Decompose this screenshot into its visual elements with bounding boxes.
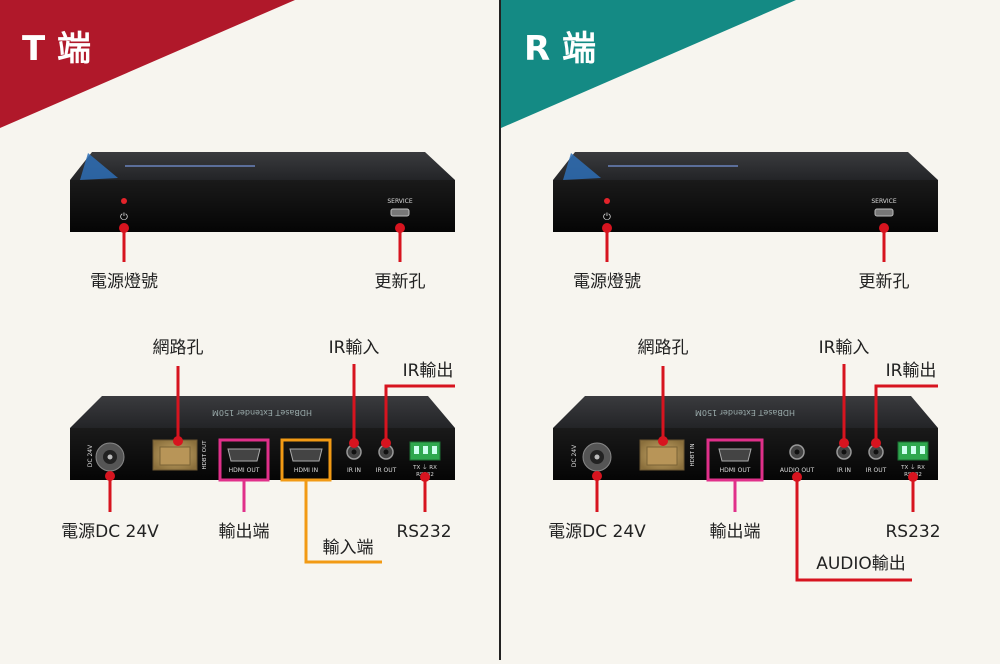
t-callout-out: 輸出端 xyxy=(219,522,270,542)
r-dc-label: DC 24V xyxy=(571,444,578,467)
t-front-face xyxy=(70,180,455,232)
r-callout-audio: AUDIO輸出 xyxy=(816,554,906,574)
t-rear-brand: HDBaseT Extender 150M xyxy=(212,408,312,417)
r-rs232-pin-1 xyxy=(902,446,907,454)
r-callout-dc: 電源DC 24V xyxy=(548,522,646,542)
r-front-device: ⏻ SERVICE xyxy=(553,152,938,232)
r-audio-out-label: AUDIO OUT xyxy=(780,467,815,474)
r-callout-ir-in: IR輸入 xyxy=(819,338,870,358)
r-ir-out-hole xyxy=(873,449,879,455)
r-rj45-inner xyxy=(646,446,678,466)
t-panel-title: T 端 xyxy=(22,29,91,69)
t-ir-in-label: IR IN xyxy=(347,467,361,474)
t-hdmi-out-label: HDMI OUT xyxy=(229,467,260,474)
t-rear-device: HDBaseT Extender 150M DC 24V HDBT OUT HD… xyxy=(70,396,455,482)
r-ir-in-hole xyxy=(841,449,847,455)
t-hdmi-in-port xyxy=(289,448,323,462)
r-service-port xyxy=(874,208,894,217)
r-ir-in-label: IR IN xyxy=(837,467,851,474)
r-rs232-pin-labels: TX ⏚ RX xyxy=(900,464,925,471)
r-rs232-pin-3 xyxy=(920,446,925,454)
r-rear-brand: HDBaseT Extender 150M xyxy=(695,408,795,417)
r-callout-lan: 網路孔 xyxy=(638,338,689,358)
t-title-banner xyxy=(0,0,295,128)
panel-r: R 端 ⏻ SERVICE 電源燈號 更新孔 HDBaseT Extender … xyxy=(501,0,941,582)
r-callout-power: 電源燈號 xyxy=(573,272,641,292)
t-ir-out-hole xyxy=(383,449,389,455)
r-service-label: SERVICE xyxy=(871,198,897,205)
t-callout-line-ir-out xyxy=(384,384,455,443)
t-ir-out-label: IR OUT xyxy=(376,467,397,474)
r-callout-dot-ir-in xyxy=(839,438,849,448)
t-callout-ir-in: IR輸入 xyxy=(329,338,380,358)
r-callout-dot-ir-out xyxy=(871,438,881,448)
t-callout-update: 更新孔 xyxy=(375,272,426,292)
t-power-symbol-icon: ⏻ xyxy=(120,212,128,223)
t-ir-in-hole xyxy=(351,449,357,455)
t-front-device: ⏻ SERVICE xyxy=(70,152,455,232)
t-rj45-inner xyxy=(159,446,191,466)
t-front-top xyxy=(70,152,455,180)
r-front-face xyxy=(553,180,938,232)
r-front-top xyxy=(553,152,938,180)
r-front-logo-icon xyxy=(563,153,601,180)
t-front-logo-icon xyxy=(80,153,118,180)
t-callout-dot-lan xyxy=(173,436,183,446)
r-callout-dot-lan xyxy=(658,436,668,446)
t-rear-face xyxy=(70,428,455,480)
t-rear-callouts: 網路孔 IR輸入 IR輸出 電源DC 24V 輸出端 輸入端 RS232 xyxy=(61,338,455,564)
t-callout-dot-ir-in xyxy=(349,438,359,448)
t-service-port xyxy=(390,208,410,217)
t-rear-top xyxy=(70,396,455,428)
t-rs232-pin-3 xyxy=(432,446,437,454)
r-callout-line-audio xyxy=(795,477,912,582)
t-callout-ir-out: IR輸出 xyxy=(403,361,454,381)
t-callout-dc: 電源DC 24V xyxy=(61,522,159,542)
r-panel-title: R 端 xyxy=(524,29,596,69)
r-dc-jack-pin xyxy=(594,454,600,460)
r-callout-line-ir-out xyxy=(874,384,938,443)
r-ir-out-label: IR OUT xyxy=(866,467,887,474)
r-hdbt-label: HDBT IN xyxy=(690,444,696,467)
t-callout-line-in xyxy=(304,480,382,564)
t-dc-label: DC 24V xyxy=(87,444,94,467)
r-callout-ir-out: IR輸出 xyxy=(886,361,937,381)
t-rs232-pin-2 xyxy=(423,446,428,454)
r-title-banner xyxy=(501,0,796,128)
t-service-label: SERVICE xyxy=(387,198,413,205)
t-rs232-pin-1 xyxy=(414,446,419,454)
t-dc-jack-pin xyxy=(107,454,113,460)
t-callout-rs232: RS232 xyxy=(396,522,451,542)
panel-t: T 端 ⏻ SERVICE 電源燈號 更新孔 HDBaseT Extender … xyxy=(0,0,455,564)
r-rear-top xyxy=(553,396,938,428)
t-rs232-pin-labels: TX ⏚ RX xyxy=(412,464,437,471)
r-power-symbol-icon: ⏻ xyxy=(603,212,611,223)
r-audio-out-hole xyxy=(794,449,800,455)
t-front-callouts: 電源燈號 更新孔 xyxy=(90,223,426,292)
r-hdmi-out-label: HDMI OUT xyxy=(720,467,751,474)
t-callout-dot-ir-out xyxy=(381,438,391,448)
r-rear-device: HDBaseT Extender 150M DC 24V HDBT IN HDM… xyxy=(553,396,938,482)
r-rs232-pin-2 xyxy=(911,446,916,454)
r-callout-rs232: RS232 xyxy=(885,522,940,542)
panel-divider xyxy=(499,0,501,660)
t-callout-power: 電源燈號 xyxy=(90,272,158,292)
r-rear-callouts: 網路孔 IR輸入 IR輸出 電源DC 24V 輸出端 AUDIO輸出 RS232 xyxy=(548,338,941,582)
t-power-led-icon xyxy=(121,198,127,204)
r-front-callouts: 電源燈號 更新孔 xyxy=(573,223,910,292)
t-hdmi-in-label: HDMI IN xyxy=(294,467,318,474)
r-callout-out: 輸出端 xyxy=(710,522,761,542)
t-hdmi-out-port xyxy=(227,448,261,462)
r-hdmi-out-port xyxy=(718,448,752,462)
t-callout-lan: 網路孔 xyxy=(153,338,204,358)
r-callout-update: 更新孔 xyxy=(859,272,910,292)
t-callout-in: 輸入端 xyxy=(323,538,374,558)
r-power-led-icon xyxy=(604,198,610,204)
t-hdbt-label: HDBT OUT xyxy=(202,440,208,470)
